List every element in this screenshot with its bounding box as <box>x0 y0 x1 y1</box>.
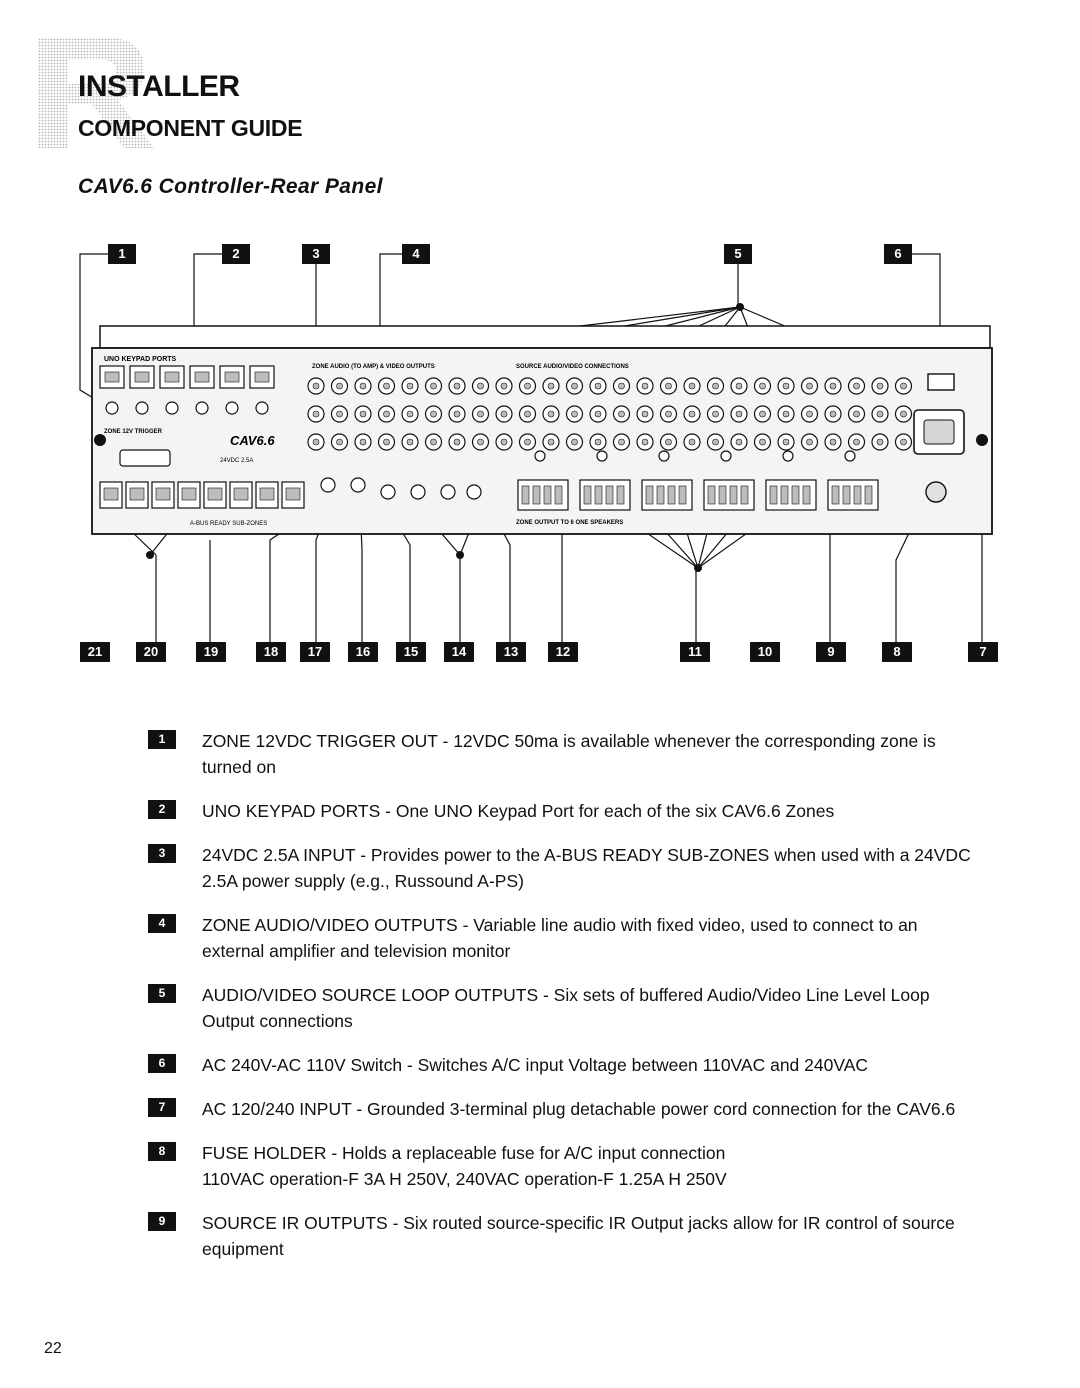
trigger-jack <box>195 401 209 415</box>
legend-number: 5 <box>148 984 176 1003</box>
legend-text: AC 240V-AC 110V Switch - Switches A/C in… <box>202 1055 869 1075</box>
legend-text: AC 120/240 INPUT - Grounded 3-terminal p… <box>202 1099 956 1119</box>
legend-number: 1 <box>148 730 176 749</box>
legend-text: AUDIO/VIDEO SOURCE LOOP OUTPUTS - Six se… <box>202 985 930 1031</box>
panel-label-zone-outputs: ZONE AUDIO (TO AMP) & VIDEO OUTPUTS <box>312 364 435 370</box>
callout-17: 17 <box>300 642 330 662</box>
panel-label-speakers: ZONE OUTPUT TO 6 ONE SPEAKERS <box>516 520 623 526</box>
callout-3: 3 <box>302 244 330 264</box>
rs232-port <box>119 449 171 467</box>
rca-jack <box>410 484 426 500</box>
rear-panel-diagram: UNO KEYPAD PORTS ZONE 12V TRIGGER ZONE A… <box>70 240 1010 670</box>
legend-number: 8 <box>148 1142 176 1161</box>
legend-text: SOURCE IR OUTPUTS - Six routed source-sp… <box>202 1213 955 1259</box>
ir-jack <box>534 450 546 462</box>
ir-jack <box>658 450 670 462</box>
legend-text: 24VDC 2.5A INPUT - Provides power to the… <box>202 845 971 891</box>
legend-number: 3 <box>148 844 176 863</box>
callout-12: 12 <box>548 642 578 662</box>
callout-11: 11 <box>680 642 710 662</box>
page-title: INSTALLER <box>78 70 240 103</box>
rca-jack <box>320 477 336 493</box>
panel-label-power: 24VDC 2.5A <box>220 458 253 464</box>
rca-jack <box>350 477 366 493</box>
legend-number: 6 <box>148 1054 176 1073</box>
ir-jack <box>844 450 856 462</box>
callout-2: 2 <box>222 244 250 264</box>
callout-8: 8 <box>882 642 912 662</box>
trigger-jack <box>165 401 179 415</box>
legend-item: 6 AC 240V-AC 110V Switch - Switches A/C … <box>148 1052 983 1078</box>
panel-label-brand: CAV6.6 <box>230 433 275 448</box>
trigger-jack <box>105 401 119 415</box>
callout-14: 14 <box>444 642 474 662</box>
legend-item: 9 SOURCE IR OUTPUTS - Six routed source-… <box>148 1210 983 1262</box>
rca-jack <box>466 484 482 500</box>
callout-13: 13 <box>496 642 526 662</box>
ir-jack <box>782 450 794 462</box>
callout-18: 18 <box>256 642 286 662</box>
panel-label-source: SOURCE AUDIO/VIDEO CONNECTIONS <box>516 364 629 370</box>
section-title: CAV6.6 Controller-Rear Panel <box>78 175 383 198</box>
callout-10: 10 <box>750 642 780 662</box>
callout-5: 5 <box>724 244 752 264</box>
callout-9: 9 <box>816 642 846 662</box>
callout-6: 6 <box>884 244 912 264</box>
legend-text: ZONE 12VDC TRIGGER OUT - 12VDC 50ma is a… <box>202 731 936 777</box>
page-number: 22 <box>44 1340 62 1357</box>
ground-screw-left <box>94 434 106 446</box>
callout-21: 21 <box>80 642 110 662</box>
rear-panel-illustration: UNO KEYPAD PORTS ZONE 12V TRIGGER ZONE A… <box>79 253 993 642</box>
ir-jack <box>596 450 608 462</box>
trigger-jack <box>135 401 149 415</box>
callout-legend: 1 ZONE 12VDC TRIGGER OUT - 12VDC 50ma is… <box>148 728 983 1280</box>
legend-number: 7 <box>148 1098 176 1117</box>
panel-label-abus: A-BUS READY SUB-ZONES <box>190 521 267 527</box>
callout-19: 19 <box>196 642 226 662</box>
legend-item: 8 FUSE HOLDER - Holds a replaceable fuse… <box>148 1140 983 1192</box>
trigger-jack <box>225 401 239 415</box>
legend-number: 2 <box>148 800 176 819</box>
legend-number: 9 <box>148 1212 176 1231</box>
legend-text: ZONE AUDIO/VIDEO OUTPUTS - Variable line… <box>202 915 918 961</box>
rca-jack <box>440 484 456 500</box>
callout-1: 1 <box>108 244 136 264</box>
legend-item: 1 ZONE 12VDC TRIGGER OUT - 12VDC 50ma is… <box>148 728 983 780</box>
legend-item: 7 AC 120/240 INPUT - Grounded 3-terminal… <box>148 1096 983 1122</box>
rca-jack <box>380 484 396 500</box>
ground-screw-right <box>976 434 988 446</box>
voltage-switch <box>927 373 955 391</box>
callout-20: 20 <box>136 642 166 662</box>
panel-label-keypad: UNO KEYPAD PORTS <box>104 356 177 363</box>
callout-7: 7 <box>968 642 998 662</box>
callout-16: 16 <box>348 642 378 662</box>
legend-item: 4 ZONE AUDIO/VIDEO OUTPUTS - Variable li… <box>148 912 983 964</box>
callout-4: 4 <box>402 244 430 264</box>
legend-item: 5 AUDIO/VIDEO SOURCE LOOP OUTPUTS - Six … <box>148 982 983 1034</box>
legend-text: FUSE HOLDER - Holds a replaceable fuse f… <box>202 1143 726 1163</box>
panel-label-trigger: ZONE 12V TRIGGER <box>104 429 163 435</box>
legend-text: UNO KEYPAD PORTS - One UNO Keypad Port f… <box>202 801 835 821</box>
fuse-holder <box>925 481 947 503</box>
callout-15: 15 <box>396 642 426 662</box>
chassis-top-edge <box>99 325 991 349</box>
russound-logo-icon <box>38 38 154 148</box>
trigger-jack <box>255 401 269 415</box>
ir-jack <box>720 450 732 462</box>
legend-item: 3 24VDC 2.5A INPUT - Provides power to t… <box>148 842 983 894</box>
page-subtitle: COMPONENT GUIDE <box>78 115 303 141</box>
legend-number: 4 <box>148 914 176 933</box>
legend-text-line2: 110VAC operation-F 3A H 250V, 240VAC ope… <box>202 1169 727 1189</box>
legend-item: 2 UNO KEYPAD PORTS - One UNO Keypad Port… <box>148 798 983 824</box>
